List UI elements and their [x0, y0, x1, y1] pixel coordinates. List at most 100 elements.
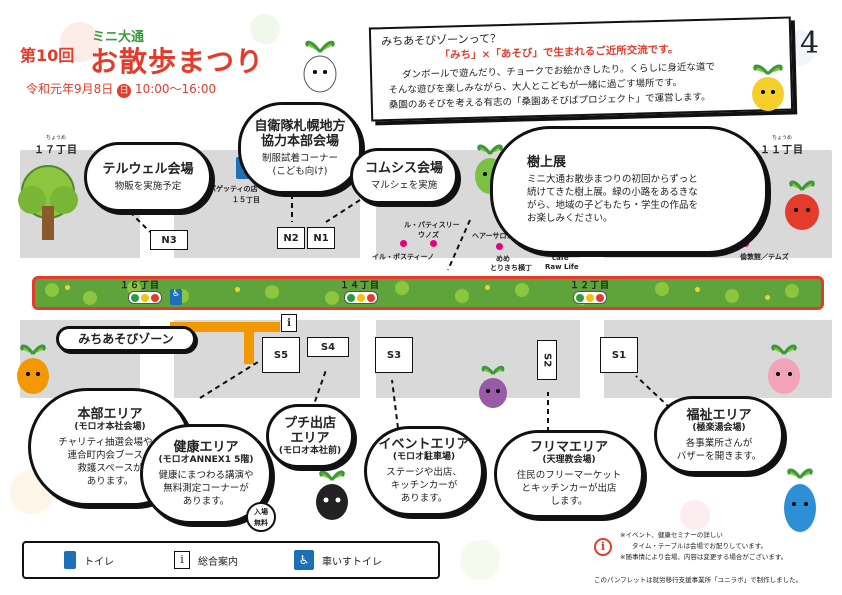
welfare-sub: (極楽湯会場) — [692, 422, 746, 433]
brand-label: ミニ大通 — [92, 30, 145, 45]
legend-info-label: 総合案内 — [198, 556, 238, 568]
zone-banner: みちあそびゾーン — [56, 326, 196, 352]
page-number: 4 — [800, 26, 820, 61]
flea-desc-2: とキッチンカーが出店 — [521, 483, 617, 494]
health-title: 健康エリア — [173, 440, 239, 455]
seed-character-purple-icon — [479, 365, 507, 408]
info-marker: i — [281, 314, 297, 332]
event-time: 10:00〜16:00 — [134, 82, 217, 96]
venue-telwell[interactable]: テルウェル会場 物販を実施予定 — [84, 142, 212, 212]
note-line-2: タイム・テーブルは会場でお配りしています。 — [632, 542, 768, 550]
michi-asobi-zone-path-vertical — [244, 322, 254, 364]
petit-sub: (モロオ本社前) — [278, 445, 342, 456]
street-14: １４丁目 — [340, 281, 381, 291]
hq-desc-2: 連合町内会ブース、 — [67, 449, 153, 461]
venue-flea-market[interactable]: フリマエリア (天理教会場) 住民のフリーマーケット とキッチンカーが出店 しま… — [494, 430, 644, 518]
wheelchair-legend-icon: ♿ — [294, 550, 314, 570]
event-date: 令和元年9月8日 — [26, 82, 114, 96]
tree-exhibition-desc-2: 続けてきた樹上展。緑の小路をあるきな — [527, 187, 698, 198]
info-legend-icon: i — [174, 551, 190, 569]
shop-pin — [400, 240, 407, 247]
tree-exhibition-title: 樹上展 — [527, 155, 567, 170]
venue-code-n3: N3 — [150, 230, 188, 250]
seed-character-red-icon — [785, 180, 819, 230]
shop-patisserie: ル・パティスリー — [404, 221, 460, 229]
shop-pin — [496, 243, 503, 250]
street-11: ちょうめ １１丁目 — [760, 134, 804, 156]
flea-title: フリマエリア — [529, 440, 608, 455]
street-11-ruby: ちょうめ — [771, 135, 792, 141]
street-17-label: １７丁目 — [34, 145, 78, 156]
event-title: イベントエリア — [378, 437, 470, 452]
tree-icon — [18, 165, 78, 240]
legend: トイレ i 総合案内 ♿ 車いすトイレ — [22, 541, 440, 579]
welfare-title: 福祉エリア — [686, 407, 752, 423]
legend-wheelchair-label: 車いすトイレ — [322, 556, 382, 568]
free-admission-badge-line-1: 入場 — [254, 508, 268, 516]
street-12: １２丁目 — [570, 281, 611, 291]
event-weekday: 日 — [117, 84, 132, 98]
free-admission-badge-line-2: 無料 — [254, 519, 268, 527]
free-admission-badge: 入場 無料 — [246, 502, 276, 532]
venue-code-n2: N2 — [277, 227, 305, 249]
shop-pin — [742, 240, 749, 247]
street-11-label: １１丁目 — [760, 145, 804, 156]
note-footer: このパンフレットは就労移行支援事業所「ユニラボ」で制作しました。 — [594, 576, 803, 584]
venue-code-s5: S5 — [262, 337, 300, 373]
venue-tree-exhibition[interactable]: 樹上展 ミニ大通お散歩まつりの初回からずっと 続けてきた樹上展。緑の小路をあるき… — [490, 126, 768, 254]
venue-code-s4: S4 — [307, 337, 349, 357]
venue-code-s1: S1 — [600, 337, 638, 373]
hq-title: 本部エリア — [77, 406, 143, 422]
road-south-lane — [20, 310, 832, 320]
venue-jsdf-desc-2: (こども向け) — [272, 165, 328, 177]
hq-desc-3: 救護スペースが — [77, 462, 143, 474]
flea-sub: (天理教会場) — [542, 455, 596, 465]
venue-comsys-title: コムシス会場 — [364, 160, 443, 176]
venue-jsdf-desc-1: 制服試着コーナー — [261, 152, 338, 164]
shop-london: 倫敦館／テムズ — [740, 253, 789, 261]
flea-desc-3: します。 — [550, 496, 588, 507]
shop-spaghetti-chome: １５丁目 — [232, 196, 260, 204]
venue-welfare[interactable]: 福祉エリア (極楽湯会場) 各事業所さんが バザーを開きます。 — [654, 396, 784, 474]
venue-comsys[interactable]: コムシス会場 マルシェを実施 — [350, 148, 458, 204]
shop-rawlife: Raw Life — [545, 263, 579, 271]
hq-sub: (モロオ本社会場) — [74, 421, 146, 432]
venue-code-n1: N1 — [307, 227, 335, 249]
note-line-3: ※随事情により会場、内容は変更する場合がございます。 — [620, 553, 788, 561]
shop-cafe: cafe — [552, 254, 569, 262]
venue-petit-shop[interactable]: プチ出店 エリア (モロオ本社前) — [266, 404, 354, 468]
traffic-light-icon — [344, 291, 378, 304]
tree-exhibition-desc-3: がら、地域の子どもたち・学生の作品を — [527, 200, 699, 211]
health-desc-1: 健康にまつわる講演や — [158, 470, 254, 481]
traffic-light-icon — [573, 291, 607, 304]
event-desc-3: あります。 — [400, 493, 448, 504]
petit-title-2: エリア — [290, 430, 330, 446]
shop-meme: めめ — [496, 255, 510, 263]
legend-toilet-label: トイレ — [84, 556, 114, 568]
edition-label: 第10回 — [20, 46, 75, 65]
venue-code-s2: S2 — [537, 340, 557, 380]
festival-title: お散歩まつり — [90, 45, 265, 78]
welfare-desc-2: バザーを開きます。 — [676, 450, 762, 462]
event-desc-2: キッチンカーが — [390, 480, 458, 491]
seed-character-black-icon — [316, 470, 348, 520]
seed-character-orange-icon — [17, 344, 49, 394]
event-desc-1: ステージや出店、 — [386, 467, 462, 478]
michi-asobi-zone-path — [170, 322, 280, 332]
tree-exhibition-desc-4: お楽しみください。 — [527, 213, 613, 224]
flea-desc-1: 住民のフリーマーケット — [516, 470, 622, 481]
hq-desc-1: チャリティ抽選会場や、 — [58, 436, 162, 448]
venue-jsdf[interactable]: 自衛隊札幌地方 協力本部会場 制服試着コーナー (こども向け) — [238, 102, 362, 194]
toilet-icon: ♿ — [170, 289, 182, 305]
traffic-light-icon — [128, 291, 162, 304]
health-desc-3: あります。 — [182, 496, 230, 507]
notes: ※イベント、健康セミナーの詳しい タイム・テーブルは会場でお配りしています。 ※… — [620, 530, 834, 563]
welfare-desc-1: 各事業所さんが — [685, 437, 753, 449]
venue-jsdf-title-1: 自衛隊札幌地方 — [254, 118, 346, 134]
road-north-lane — [20, 258, 832, 276]
venue-code-s3: S3 — [375, 337, 413, 373]
venue-event[interactable]: イベントエリア (モロオ駐車場) ステージや出店、 キッチンカーが あります。 — [364, 426, 484, 516]
notes-info-icon: i — [594, 538, 612, 556]
health-desc-2: 無料測定コーナーが — [163, 483, 249, 494]
